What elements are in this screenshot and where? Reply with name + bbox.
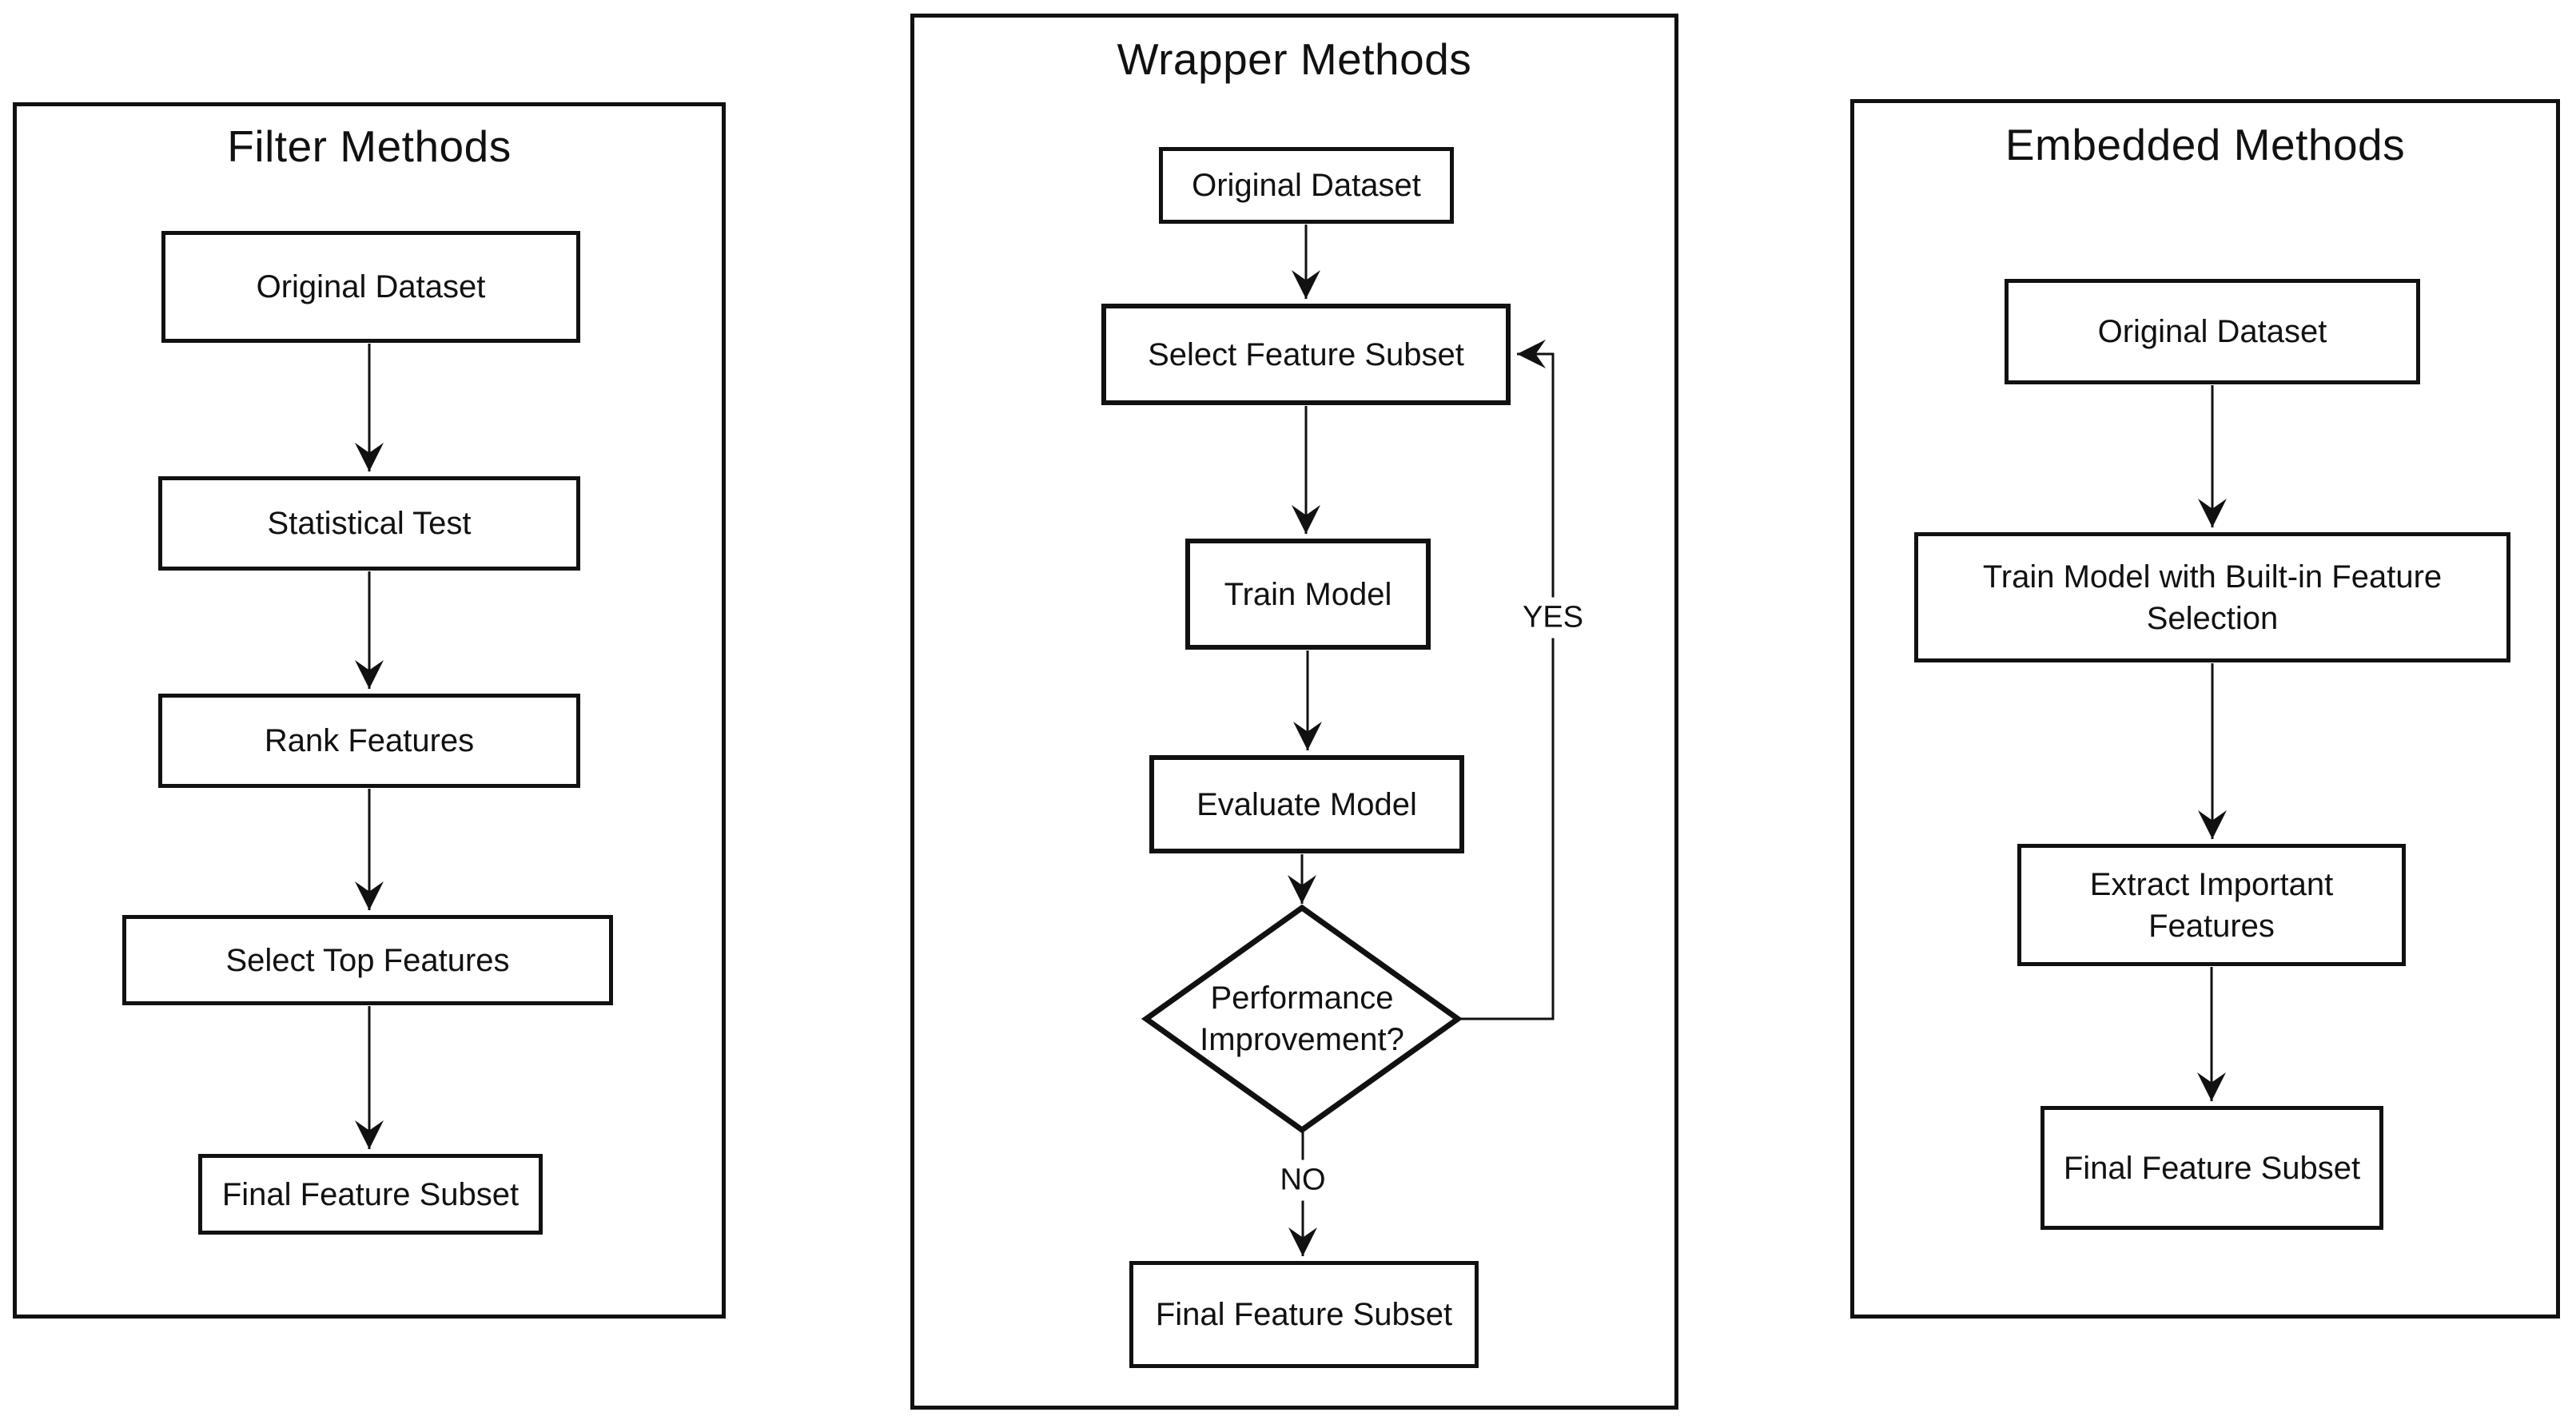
wrapper-node-original-dataset: Original Dataset bbox=[1159, 147, 1454, 224]
embedded-node-final-feature-subset: Final Feature Subset bbox=[2040, 1106, 2383, 1230]
embedded-node-original-dataset: Original Dataset bbox=[2005, 279, 2420, 384]
wrapper-node-final-feature-subset: Final Feature Subset bbox=[1129, 1261, 1479, 1368]
panel-title-embedded-methods: Embedded Methods bbox=[2005, 120, 2406, 169]
embedded-node-extract-important-features: Extract Important Features bbox=[2017, 844, 2406, 966]
edge-label-yes: YES bbox=[1514, 597, 1592, 638]
wrapper-decision-performance-improvement: Performance Improvement? bbox=[1200, 980, 1404, 1057]
wrapper-node-evaluate-model: Evaluate Model bbox=[1149, 755, 1464, 853]
filter-node-rank-features: Rank Features bbox=[158, 694, 580, 788]
filter-node-final-feature-subset: Final Feature Subset bbox=[198, 1154, 543, 1235]
wrapper-node-train-model: Train Model bbox=[1185, 539, 1431, 650]
wrapper-node-select-feature-subset: Select Feature Subset bbox=[1101, 304, 1511, 405]
filter-node-original-dataset: Original Dataset bbox=[161, 231, 580, 343]
filter-node-select-top-features: Select Top Features bbox=[122, 915, 613, 1005]
embedded-node-train-model-builtin-selection: Train Model with Built-in Feature Select… bbox=[1914, 532, 2510, 662]
edge-label-no: NO bbox=[1272, 1159, 1334, 1201]
panel-title-filter-methods: Filter Methods bbox=[227, 121, 512, 171]
decision-diamond-shape bbox=[1141, 904, 1463, 1134]
panel-title-wrapper-methods: Wrapper Methods bbox=[1117, 34, 1472, 84]
filter-node-statistical-test: Statistical Test bbox=[158, 476, 580, 571]
arrow-wrapper-decision-yes-loop bbox=[1458, 340, 1555, 1020]
